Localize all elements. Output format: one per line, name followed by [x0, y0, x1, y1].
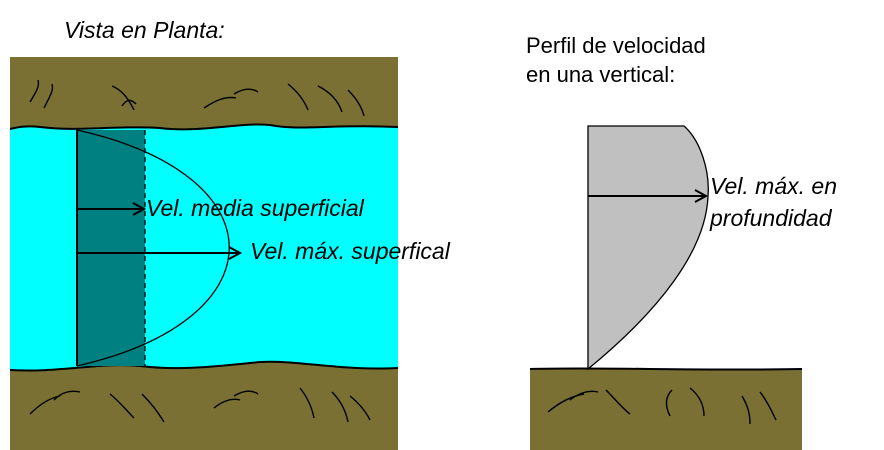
depth-velocity-profile — [587, 125, 709, 371]
vertical-profile-view: Perfil de velocidad en una vertical: Vel… — [526, 33, 837, 450]
mean-velocity-arrow — [77, 202, 147, 216]
plan-view-title: Vista en Planta: — [64, 17, 225, 43]
mean-velocity-label: Vel. media superficial — [146, 195, 365, 221]
mean-velocity-band — [77, 130, 145, 366]
max-surface-velocity-label: Vel. máx. superfical — [250, 238, 451, 264]
bottom-bank-texture — [29, 387, 371, 423]
profile-title-line1: Perfil de velocidad — [526, 33, 706, 58]
plan-view: Vista en Planta: Vel. media superficial … — [9, 17, 451, 450]
riverbed-ground — [530, 369, 802, 450]
top-bank — [10, 57, 398, 130]
top-bank-edge — [9, 123, 399, 131]
profile-title-line2: en una vertical: — [526, 62, 675, 87]
max-depth-velocity-label-line2: profundidad — [709, 205, 833, 231]
max-depth-velocity-arrow — [588, 189, 709, 203]
riverbed-edge — [529, 367, 803, 371]
riverbed-texture — [547, 387, 777, 425]
top-bank-texture — [29, 79, 365, 117]
bottom-bank — [10, 361, 398, 450]
bottom-bank-edge — [9, 360, 399, 372]
max-depth-velocity-label-line1: Vel. máx. en — [710, 173, 837, 199]
max-surface-velocity-arrow — [77, 246, 243, 260]
